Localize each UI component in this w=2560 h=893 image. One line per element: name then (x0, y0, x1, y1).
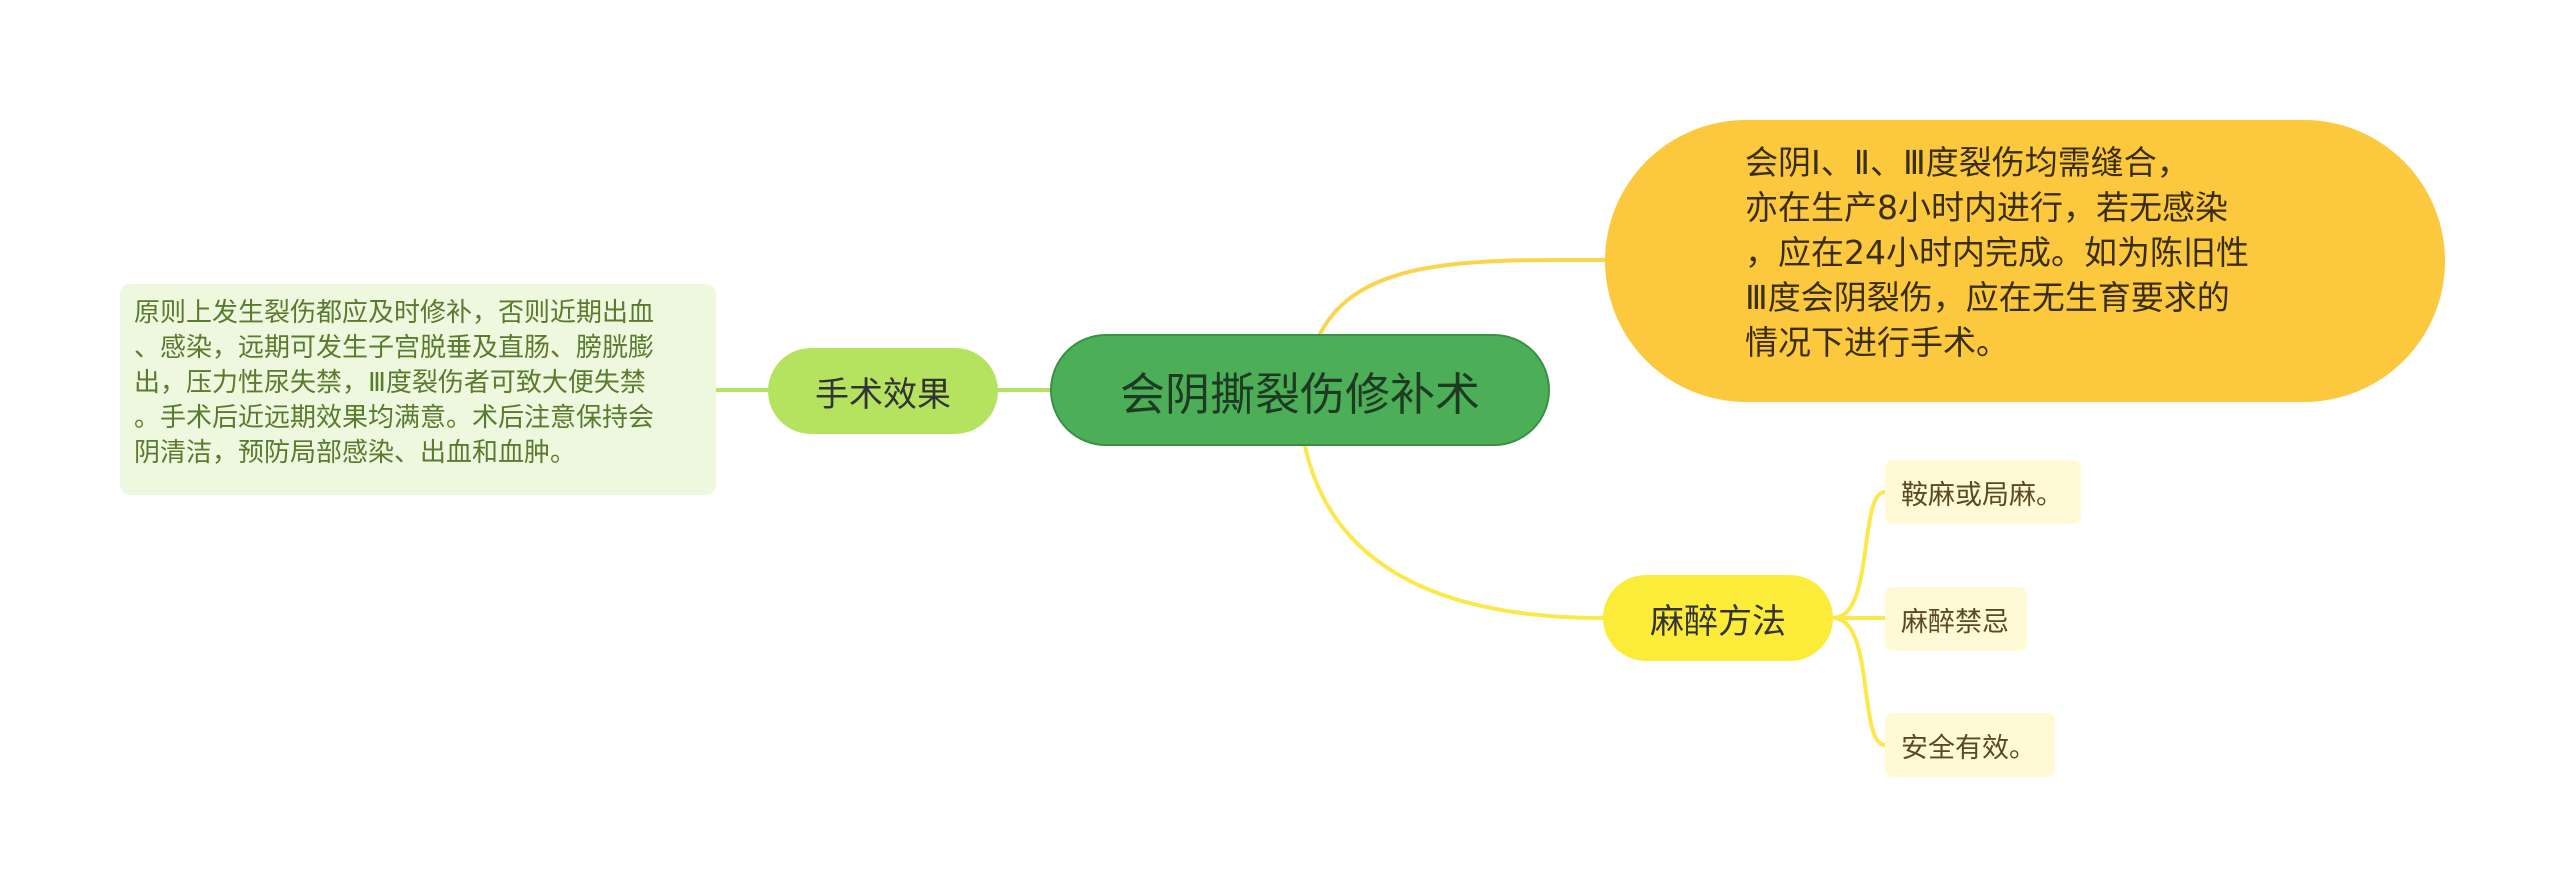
anesthesia-item-saddle-local[interactable]: 鞍麻或局麻。 (1885, 460, 2081, 524)
anesthesia-item-contraindication[interactable]: 麻醉禁忌 (1885, 587, 2027, 651)
anesthesia-item-safe-effective[interactable]: 安全有效。 (1885, 713, 2055, 777)
link-center-info (1318, 257, 1607, 336)
link-center-anesthesia (1303, 444, 1605, 620)
central-topic[interactable]: 会阴撕裂伤修补术 (1050, 334, 1550, 446)
surgery-effect-note[interactable]: 原则上发生裂伤都应及时修补，否则近期出血 、感染，远期可发生子宫脱垂及直肠、膀胱… (120, 284, 716, 495)
branch-suture-timing[interactable]: 会阴Ⅰ、Ⅱ、Ⅲ度裂伤均需缝合， 亦在生产8小时内进行，若无感染 ，应在24小时内… (1605, 120, 2445, 402)
branch-surgery-effect[interactable]: 手术效果 (768, 348, 998, 434)
link-anesthesia-leaf1 (1831, 490, 1887, 620)
branch-anesthesia-method[interactable]: 麻醉方法 (1603, 575, 1833, 661)
link-anesthesia-leaf3 (1831, 616, 1887, 747)
